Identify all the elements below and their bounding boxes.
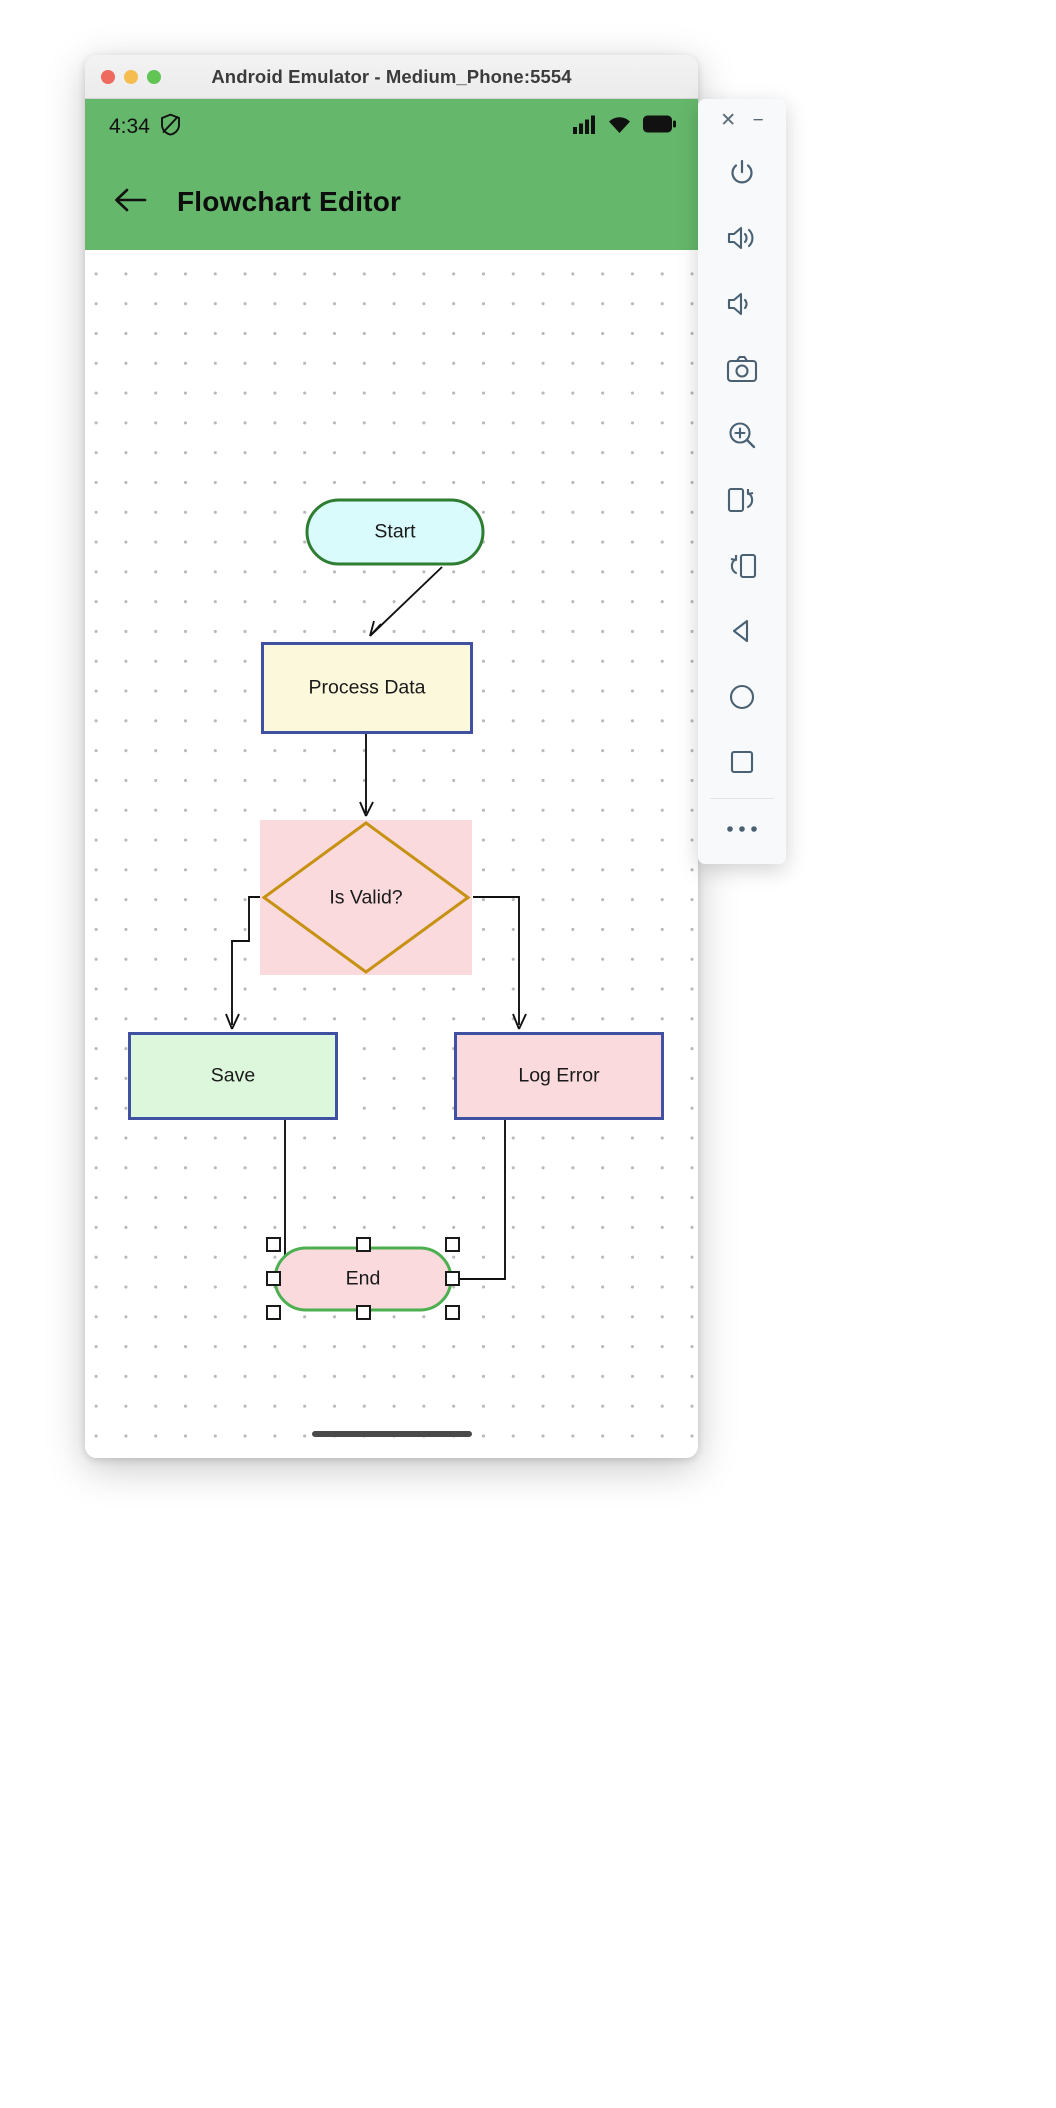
resize-handle-e[interactable] bbox=[445, 1271, 460, 1286]
flow-node-start[interactable]: Start bbox=[305, 498, 485, 566]
back-button[interactable] bbox=[103, 175, 157, 229]
more-ellipsis-icon bbox=[725, 822, 759, 840]
window-titlebar[interactable]: Android Emulator - Medium_Phone:5554 bbox=[85, 55, 698, 99]
page-title: Flowchart Editor bbox=[177, 186, 402, 217]
resize-handle-w[interactable] bbox=[266, 1271, 281, 1286]
traffic-light-group bbox=[101, 69, 161, 84]
rectangle-shape bbox=[261, 642, 473, 734]
rotate-right-button[interactable] bbox=[698, 536, 786, 601]
diamond-shape bbox=[260, 820, 472, 975]
flow-node-save[interactable]: Save bbox=[128, 1032, 338, 1120]
home-nav-button[interactable] bbox=[698, 667, 786, 732]
battery-icon bbox=[643, 115, 676, 138]
rotate-left-icon bbox=[726, 485, 758, 520]
android-device-screen: 4:34 bbox=[85, 99, 698, 1458]
rotate-left-button[interactable] bbox=[698, 470, 786, 535]
zoom-window-button[interactable] bbox=[147, 69, 161, 84]
rotate-right-icon bbox=[726, 551, 758, 586]
minimize-window-button[interactable] bbox=[124, 69, 138, 84]
resize-handle-nw[interactable] bbox=[266, 1237, 281, 1252]
emulator-window: Android Emulator - Medium_Phone:5554 4:3… bbox=[85, 55, 698, 1458]
flow-node-process-data[interactable]: Process Data bbox=[261, 642, 473, 734]
back-arrow-icon bbox=[113, 185, 147, 220]
status-bar-clock: 4:34 bbox=[109, 114, 150, 138]
home-circle-icon bbox=[728, 683, 756, 716]
zoom-in-icon bbox=[727, 420, 757, 455]
resize-handle-ne[interactable] bbox=[445, 1237, 460, 1252]
toolbar-window-controls: ✕ − bbox=[698, 99, 786, 143]
status-bar-right bbox=[573, 115, 676, 139]
volume-up-button[interactable] bbox=[698, 208, 786, 273]
minimize-icon[interactable]: − bbox=[752, 110, 764, 132]
volume-down-button[interactable] bbox=[698, 274, 786, 339]
back-triangle-icon bbox=[728, 617, 756, 650]
resize-handle-s[interactable] bbox=[356, 1305, 371, 1320]
power-icon bbox=[727, 158, 757, 193]
resize-handle-sw[interactable] bbox=[266, 1305, 281, 1320]
close-icon[interactable]: ✕ bbox=[720, 110, 737, 132]
overview-square-icon bbox=[728, 748, 756, 781]
power-button[interactable] bbox=[698, 143, 786, 208]
close-window-button[interactable] bbox=[101, 69, 115, 84]
zoom-in-button[interactable] bbox=[698, 405, 786, 470]
resize-handle-se[interactable] bbox=[445, 1305, 460, 1320]
android-gesture-bar[interactable] bbox=[311, 1431, 472, 1437]
overview-nav-button[interactable] bbox=[698, 732, 786, 797]
shield-icon bbox=[160, 113, 181, 141]
rectangle-shape bbox=[128, 1032, 338, 1120]
flowchart-canvas[interactable]: Start Process Data Is Valid? bbox=[85, 250, 698, 1458]
flow-node-end[interactable]: End bbox=[273, 1246, 453, 1312]
window-title: Android Emulator - Medium_Phone:5554 bbox=[211, 66, 572, 87]
stadium-shape bbox=[273, 1246, 453, 1312]
flow-node-is-valid[interactable]: Is Valid? bbox=[260, 820, 472, 975]
volume-down-icon bbox=[726, 289, 758, 324]
screenshot-camera-icon bbox=[726, 355, 758, 388]
more-options-button[interactable] bbox=[698, 799, 786, 864]
toolbar-divider bbox=[710, 797, 774, 799]
wifi-icon bbox=[607, 115, 632, 139]
stadium-shape bbox=[305, 498, 485, 566]
android-status-bar: 4:34 bbox=[85, 99, 698, 154]
status-bar-left: 4:34 bbox=[109, 113, 181, 141]
cellular-signal-icon bbox=[573, 115, 596, 139]
screenshot-button[interactable] bbox=[698, 339, 786, 404]
resize-handle-n[interactable] bbox=[356, 1237, 371, 1252]
back-nav-button[interactable] bbox=[698, 601, 786, 666]
volume-up-icon bbox=[726, 223, 758, 258]
rectangle-shape bbox=[454, 1032, 664, 1120]
emulator-toolbar: ✕ − bbox=[698, 99, 786, 864]
flow-node-log-error[interactable]: Log Error bbox=[454, 1032, 664, 1120]
app-bar: Flowchart Editor bbox=[85, 154, 698, 250]
